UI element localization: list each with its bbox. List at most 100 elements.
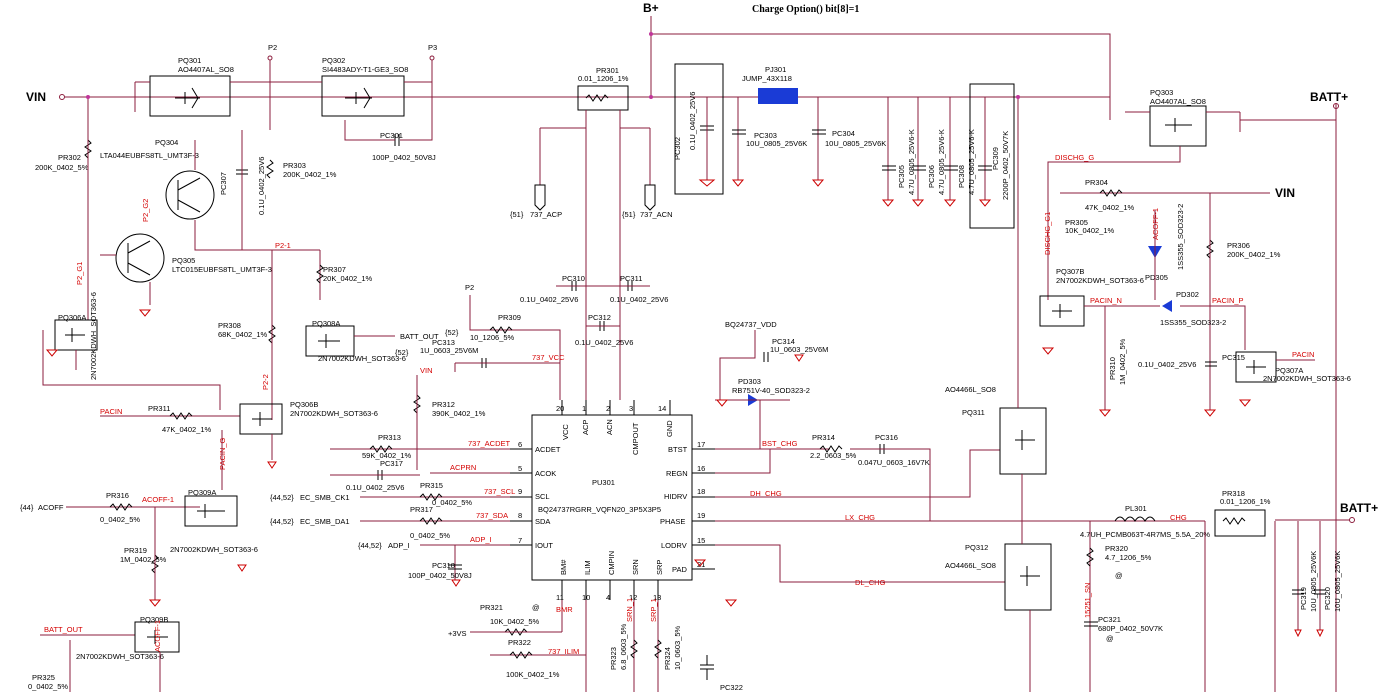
svg-text:0_0402_5%: 0_0402_5% [28, 682, 68, 691]
p3-label: P3 [428, 43, 437, 52]
svg-text:390K_0402_1%: 390K_0402_1% [432, 409, 486, 418]
svg-text:0_0402_5%: 0_0402_5% [410, 531, 450, 540]
svg-text:16: 16 [697, 464, 705, 473]
svg-text:6: 6 [518, 440, 522, 449]
pq309b-fet: PQ309B 2N7002KDWH_SOT363-6 [76, 615, 180, 661]
net-srp: SRP_1 [649, 598, 658, 622]
svg-text:2N7002KDWH_SOT363-6: 2N7002KDWH_SOT363-6 [76, 652, 164, 661]
net-srn: SRN_1 [625, 598, 634, 622]
net-p2-g2: P2_G2 [141, 199, 150, 222]
pr315-resistor: PR315 0_0402_5% [419, 481, 472, 507]
svg-text:CMPIN: CMPIN [607, 551, 616, 575]
svg-text:17: 17 [697, 440, 705, 449]
svg-text:59K_0402_1%: 59K_0402_1% [362, 451, 412, 460]
plus3vs-label: +3VS [448, 629, 467, 638]
svg-text:6.8_0603_5%: 6.8_0603_5% [619, 623, 628, 670]
svg-text:47K_0402_1%: 47K_0402_1% [162, 425, 212, 434]
vin-right-label: VIN [1275, 186, 1295, 200]
pr309-resistor: PR309 10_1206_5% [470, 313, 521, 342]
net-batt-out-2: BATT_OUT [44, 625, 83, 634]
pd302-diode: PD302 1SS355_SOD323-2 [1160, 290, 1226, 327]
svg-text:PQ308A: PQ308A [312, 319, 340, 328]
vin-left-terminal[interactable] [59, 94, 65, 100]
svg-text:PR304: PR304 [1085, 178, 1108, 187]
svg-text:10U_0805_25V6K: 10U_0805_25V6K [1333, 551, 1342, 612]
pc308-capacitor: PC308 4.7U_0805_25V6-K [944, 129, 976, 195]
svg-text:IOUT: IOUT [535, 541, 553, 550]
svg-text:PR313: PR313 [378, 433, 401, 442]
svg-text:PC317: PC317 [380, 459, 403, 468]
svg-text:PQ307A: PQ307A [1275, 366, 1303, 375]
svg-text:4.7UH_PCMB063T-4R7MS_5.5A_20%: 4.7UH_PCMB063T-4R7MS_5.5A_20% [1080, 530, 1210, 539]
svg-text:PC302: PC302 [673, 137, 682, 160]
svg-text:CMPOUT: CMPOUT [631, 422, 640, 455]
net-acoff-1: ACOFF-1 [142, 495, 174, 504]
svg-text:PR312: PR312 [432, 400, 455, 409]
svg-text:2: 2 [606, 404, 610, 413]
svg-text:1U_0603_25V6M: 1U_0603_25V6M [770, 345, 828, 354]
svg-text:2200P_0402_50V7K: 2200P_0402_50V7K [1001, 131, 1010, 200]
svg-text:PC313: PC313 [432, 338, 455, 347]
pr309-ref-tag: {52} [445, 328, 459, 337]
svg-text:PR322: PR322 [508, 638, 531, 647]
net-acp-ref: {51} [510, 210, 524, 219]
batt-plus-right-terminal[interactable] [1349, 517, 1355, 523]
svg-text:10_0603_5%: 10_0603_5% [673, 625, 682, 670]
pr303-resistor: PR303 200K_0402_1% [266, 159, 337, 179]
pr301-resistor: PR301 0.01_1206_1% [577, 66, 629, 111]
svg-text:LTC015EUBFS8TL_UMT3F-3: LTC015EUBFS8TL_UMT3F-3 [172, 265, 272, 274]
pd303-diode: PD303 RB751V-40_SOD323-2 [732, 377, 810, 406]
net-pacin: PACIN [100, 407, 122, 416]
pr321-resistor: PR321 10K_0402_5% [480, 603, 540, 636]
svg-text:AO4466L_SO8: AO4466L_SO8 [945, 561, 996, 570]
svg-text:2N7002KDWH_SOT363-6: 2N7002KDWH_SOT363-6 [1056, 276, 1144, 285]
pl301-inductor: PL301 4.7UH_PCMB063T-4R7MS_5.5A_20% [1080, 504, 1210, 539]
vin-left-label: VIN [26, 90, 46, 104]
pr302-resistor: PR302 200K_0402_5% [35, 139, 92, 172]
svg-text:100K_0402_1%: 100K_0402_1% [506, 670, 560, 679]
svg-text:PR324: PR324 [663, 647, 672, 670]
batt-plus-right-label: BATT+ [1340, 501, 1378, 515]
svg-text:2N7002KDWH_SOT363-6: 2N7002KDWH_SOT363-6 [1263, 374, 1351, 383]
net-scl: 737_SCL [484, 487, 515, 496]
pr314-resistor: PR314 2.2_0603_5% [810, 433, 857, 460]
pr323-resistor: PR323 6.8_0603_5% [609, 623, 638, 670]
svg-text:PHASE: PHASE [660, 517, 685, 526]
svg-text:PQ307B: PQ307B [1056, 267, 1084, 276]
svg-text:2.2_0603_5%: 2.2_0603_5% [810, 451, 857, 460]
pc312-capacitor: PC312 0.1U_0402_25V6 [575, 313, 633, 347]
svg-text:100P_0402_50V8J: 100P_0402_50V8J [408, 571, 472, 580]
svg-text:2N7002KDWH_SOT363-6: 2N7002KDWH_SOT363-6 [89, 292, 98, 380]
svg-text:0.01_1206_1%: 0.01_1206_1% [1220, 497, 1271, 506]
svg-text:PR305: PR305 [1065, 218, 1088, 227]
svg-text:4.7U_0805_25V6-K: 4.7U_0805_25V6-K [967, 129, 976, 195]
pr316-resistor: PR316 0_0402_5% [100, 491, 140, 524]
svg-text:PD305: PD305 [1145, 273, 1168, 282]
svg-text:ACOK: ACOK [535, 469, 556, 478]
svg-text:10U_0805_25V6K: 10U_0805_25V6K [825, 139, 886, 148]
svg-text:0.047U_0603_16V7K: 0.047U_0603_16V7K [858, 458, 930, 467]
net-chg: CHG [1170, 513, 1187, 522]
batt-plus-top-terminal[interactable] [1333, 103, 1339, 109]
svg-text:0.1U_0402_25V6: 0.1U_0402_25V6 [610, 295, 668, 304]
svg-text:PR301: PR301 [596, 66, 619, 75]
vin-small-label: VIN [420, 366, 433, 375]
svg-text:PC316: PC316 [875, 433, 898, 442]
svg-text:PC305: PC305 [897, 165, 906, 188]
net-p2-1: P2-1 [275, 241, 291, 250]
svg-text:PQ305: PQ305 [172, 256, 195, 265]
pc321-at: @ [1106, 634, 1114, 643]
pc314-capacitor: PC314 1U_0603_25V6M [763, 337, 828, 362]
pq305-bjt: PQ305 LTC015EUBFS8TL_UMT3F-3 [115, 233, 272, 283]
svg-text:0.1U_0402_25V6: 0.1U_0402_25V6 [346, 483, 404, 492]
svg-text:SDA: SDA [535, 517, 550, 526]
pc304-capacitor: PC304 10U_0805_25V6K [812, 129, 886, 148]
pc319-capacitor: PC319 10U_0805_25V6K [1292, 551, 1318, 612]
svg-text:PR318: PR318 [1222, 489, 1245, 498]
svg-text:2N7002KDWH_SOT363-6: 2N7002KDWH_SOT363-6 [290, 409, 378, 418]
pq309a-fet: PQ309A 2N7002KDWH_SOT363-6 [170, 488, 258, 554]
svg-text:7: 7 [518, 536, 522, 545]
svg-text:PC319: PC319 [1299, 587, 1308, 610]
pr324-resistor: PR324 10_0603_5% [654, 625, 682, 670]
svg-text:PQ311: PQ311 [962, 408, 985, 417]
